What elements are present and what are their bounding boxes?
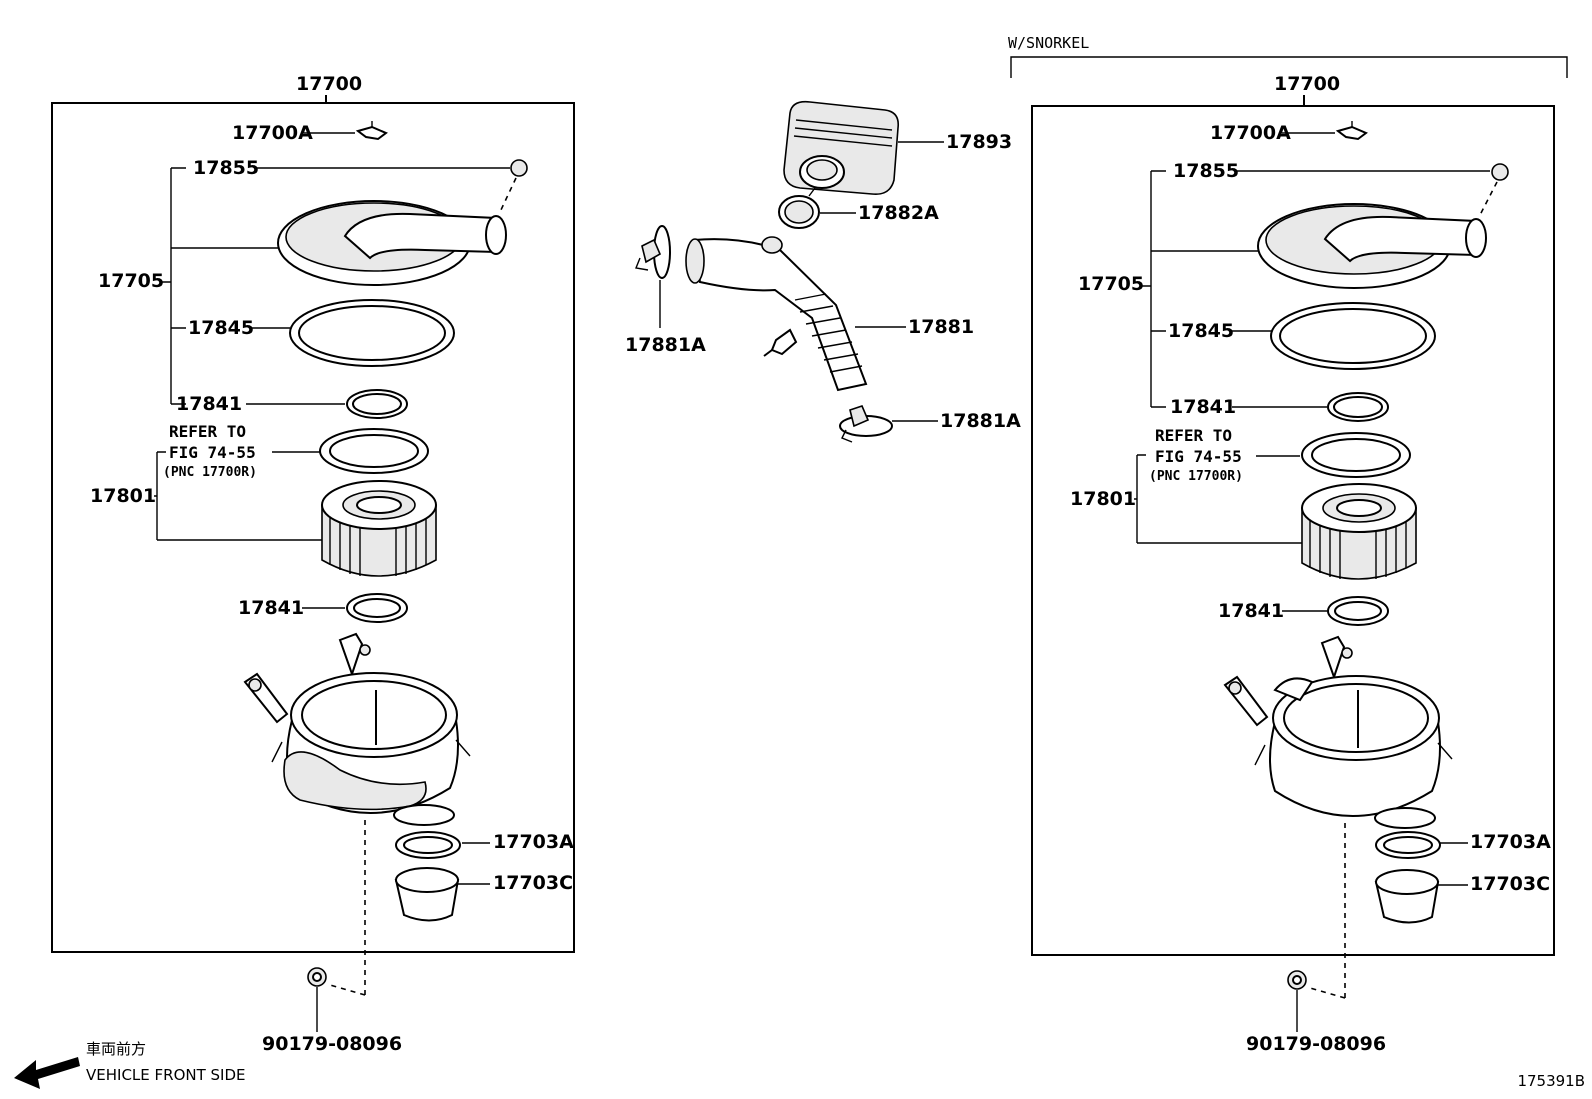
- wing-clip-icon: [1335, 121, 1368, 141]
- cap-nut-icon: [1491, 163, 1509, 181]
- part-label-valve-cap[interactable]: 17703C: [1470, 873, 1550, 895]
- air-cleaner-case-icon: [243, 632, 471, 826]
- resonator-icon: [783, 100, 900, 196]
- part-label-clip[interactable]: 17700A: [1210, 122, 1291, 144]
- part-label-seal-large[interactable]: 17845: [1168, 320, 1234, 342]
- air-cleaner-case-icon: [1223, 635, 1453, 829]
- refer-note-line3: (PNC 17700R): [1149, 469, 1243, 484]
- variant-bracket: [1010, 56, 1568, 78]
- part-label-valve-cap[interactable]: 17703C: [493, 872, 573, 894]
- right-assembly-frame: [1031, 105, 1555, 956]
- refer-note-line1: REFER TO: [169, 422, 246, 441]
- part-label-clamp-right[interactable]: 17881A: [940, 410, 1021, 432]
- right-air-cleaner-assembly: 17700 17700A 17855 17705 17845 17841: [1031, 73, 1555, 1055]
- part-label-clamp-left[interactable]: 17881A: [625, 334, 706, 356]
- large-seal-ring-icon: [1270, 302, 1436, 370]
- direction-label-en: VEHICLE FRONT SIDE: [86, 1066, 246, 1084]
- gasket-top-icon: [1327, 392, 1389, 422]
- part-label-gasket-bottom[interactable]: 17841: [1218, 600, 1284, 622]
- gasket-top-icon: [346, 389, 408, 419]
- part-label-element[interactable]: 17801: [90, 485, 156, 507]
- part-label-seal-large[interactable]: 17845: [188, 317, 254, 339]
- air-filter-element-icon: [321, 480, 437, 577]
- left-assembly-frame: [51, 102, 575, 953]
- part-label-resonator[interactable]: 17893: [946, 131, 1012, 153]
- left-air-cleaner-assembly: 17700 17700A 17855 17705 17845: [51, 73, 575, 1055]
- valve-cap-icon: [1374, 869, 1440, 924]
- inlet-hose-icon: [685, 236, 868, 392]
- part-label-gasket-bottom[interactable]: 17841: [238, 597, 304, 619]
- variant-label: W/SNORKEL: [1008, 34, 1089, 52]
- valve-cap-icon: [394, 867, 460, 922]
- part-label-element[interactable]: 17801: [1070, 488, 1136, 510]
- refer-note-line3: (PNC 17700R): [163, 465, 257, 480]
- snorkel-variant-header: W/SNORKEL: [1008, 34, 1568, 78]
- part-label-hose-clamp[interactable]: 17882A: [858, 202, 939, 224]
- gasket-bottom-icon: [1327, 596, 1389, 626]
- air-cleaner-cover-icon: [1257, 203, 1487, 289]
- hose-clamp-left-icon: [635, 225, 671, 279]
- valve-ring-icon: [1375, 831, 1441, 859]
- refer-note-line2[interactable]: FIG 74-55: [169, 443, 256, 462]
- intake-hose-group: 17893 17882A 17881 17881A: [625, 100, 1021, 443]
- air-cleaner-cover-icon: [277, 200, 507, 286]
- part-label-valve[interactable]: 17703A: [1470, 831, 1551, 853]
- part-label-cap[interactable]: 17855: [193, 157, 259, 179]
- part-label-inlet-hose[interactable]: 17881: [908, 316, 974, 338]
- hose-clamp-right-icon: [839, 405, 893, 443]
- part-label-gasket-top[interactable]: 17841: [1170, 396, 1236, 418]
- filter-seal-ring-icon: [1301, 432, 1411, 478]
- air-filter-element-icon: [1301, 483, 1417, 580]
- part-label-cover[interactable]: 17705: [98, 270, 164, 292]
- part-label-cover[interactable]: 17705: [1078, 273, 1144, 295]
- vehicle-front-indicator: 車両前方 VEHICLE FRONT SIDE: [14, 1040, 246, 1089]
- refer-note-line2[interactable]: FIG 74-55: [1155, 447, 1242, 466]
- refer-note-line1: REFER TO: [1155, 426, 1232, 445]
- direction-label-jp: 車両前方: [86, 1040, 146, 1058]
- valve-ring-icon: [395, 831, 461, 859]
- gasket-bottom-icon: [346, 593, 408, 623]
- filter-seal-ring-icon: [319, 428, 429, 474]
- part-label-nut[interactable]: 90179-08096: [262, 1033, 402, 1055]
- cap-nut-icon: [510, 159, 528, 177]
- large-seal-ring-icon: [289, 299, 455, 367]
- part-label-gasket-top[interactable]: 17841: [176, 393, 242, 415]
- nut-icon: [1287, 970, 1307, 990]
- nut-icon: [307, 967, 327, 987]
- part-label-nut[interactable]: 90179-08096: [1246, 1033, 1386, 1055]
- part-label-clip[interactable]: 17700A: [232, 122, 313, 144]
- right-assembly-number[interactable]: 17700: [1274, 73, 1340, 95]
- hose-clamp-icon: [778, 187, 820, 229]
- wing-clip-icon: [355, 121, 388, 141]
- part-label-valve[interactable]: 17703A: [493, 831, 574, 853]
- front-arrow-icon: [14, 1057, 80, 1089]
- left-assembly-number[interactable]: 17700: [296, 73, 362, 95]
- part-label-cap[interactable]: 17855: [1173, 160, 1239, 182]
- figure-id: 175391B: [1517, 1072, 1585, 1090]
